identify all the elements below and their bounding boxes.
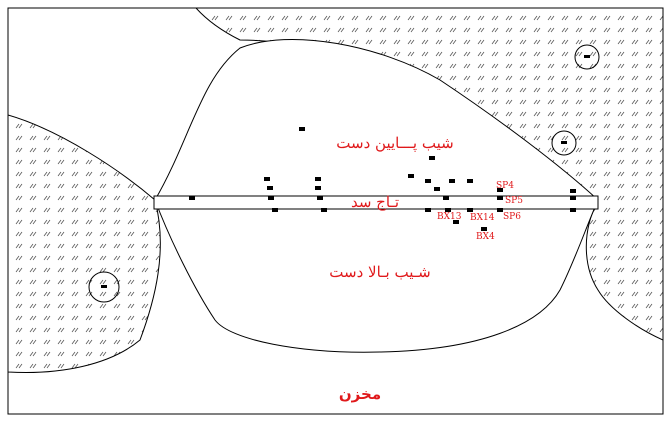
point-label-sp4: SP4 xyxy=(496,181,514,191)
instrument-marker xyxy=(497,196,503,200)
instrument-marker xyxy=(425,179,431,183)
dam-crest-label: تـاج سد xyxy=(351,193,399,211)
instrument-markers xyxy=(189,127,576,231)
instrument-marker xyxy=(268,196,274,200)
point-label-sp6: SP6 xyxy=(503,212,521,222)
instrument-marker xyxy=(272,208,278,212)
point-label-bx13: BX13 xyxy=(437,212,462,222)
instrument-marker xyxy=(481,227,487,231)
instrument-marker xyxy=(467,208,473,212)
instrument-marker xyxy=(570,196,576,200)
point-label-bx14: BX14 xyxy=(470,213,495,223)
instrument-marker xyxy=(315,186,321,190)
instrument-marker xyxy=(321,208,327,212)
instrument-marker xyxy=(453,220,459,224)
instrument-marker xyxy=(434,187,440,191)
instrument-marker xyxy=(299,127,305,131)
instrument-marker xyxy=(443,196,449,200)
instrument-marker xyxy=(317,196,323,200)
dam-crest-strip xyxy=(153,195,599,210)
instrument-marker xyxy=(570,208,576,212)
circle-marker xyxy=(88,271,120,303)
instrument-marker xyxy=(425,208,431,212)
instrument-marker xyxy=(445,208,451,212)
instrument-marker xyxy=(570,189,576,193)
terrain-hatched-left xyxy=(8,114,161,373)
instrument-marker xyxy=(497,188,503,192)
point-label-bx4: BX4 xyxy=(476,232,495,242)
instrument-marker xyxy=(429,156,435,160)
instrument-marker xyxy=(467,179,473,183)
instrument-marker xyxy=(264,177,270,181)
circle-marker xyxy=(574,44,600,70)
instrument-marker xyxy=(449,179,455,183)
instrument-marker xyxy=(315,177,321,181)
upstream-slope-label: شـیب بـالا دست xyxy=(329,263,430,281)
reservoir-label: مخزن xyxy=(339,385,381,403)
instrument-marker xyxy=(408,174,414,178)
circle-marker xyxy=(551,130,577,156)
point-label-sp5: SP5 xyxy=(505,196,523,206)
downstream-slope-label: شیب پـــایین دست xyxy=(336,134,453,152)
instrument-marker xyxy=(189,196,195,200)
instrument-marker xyxy=(497,208,503,212)
instrument-marker xyxy=(267,186,273,190)
